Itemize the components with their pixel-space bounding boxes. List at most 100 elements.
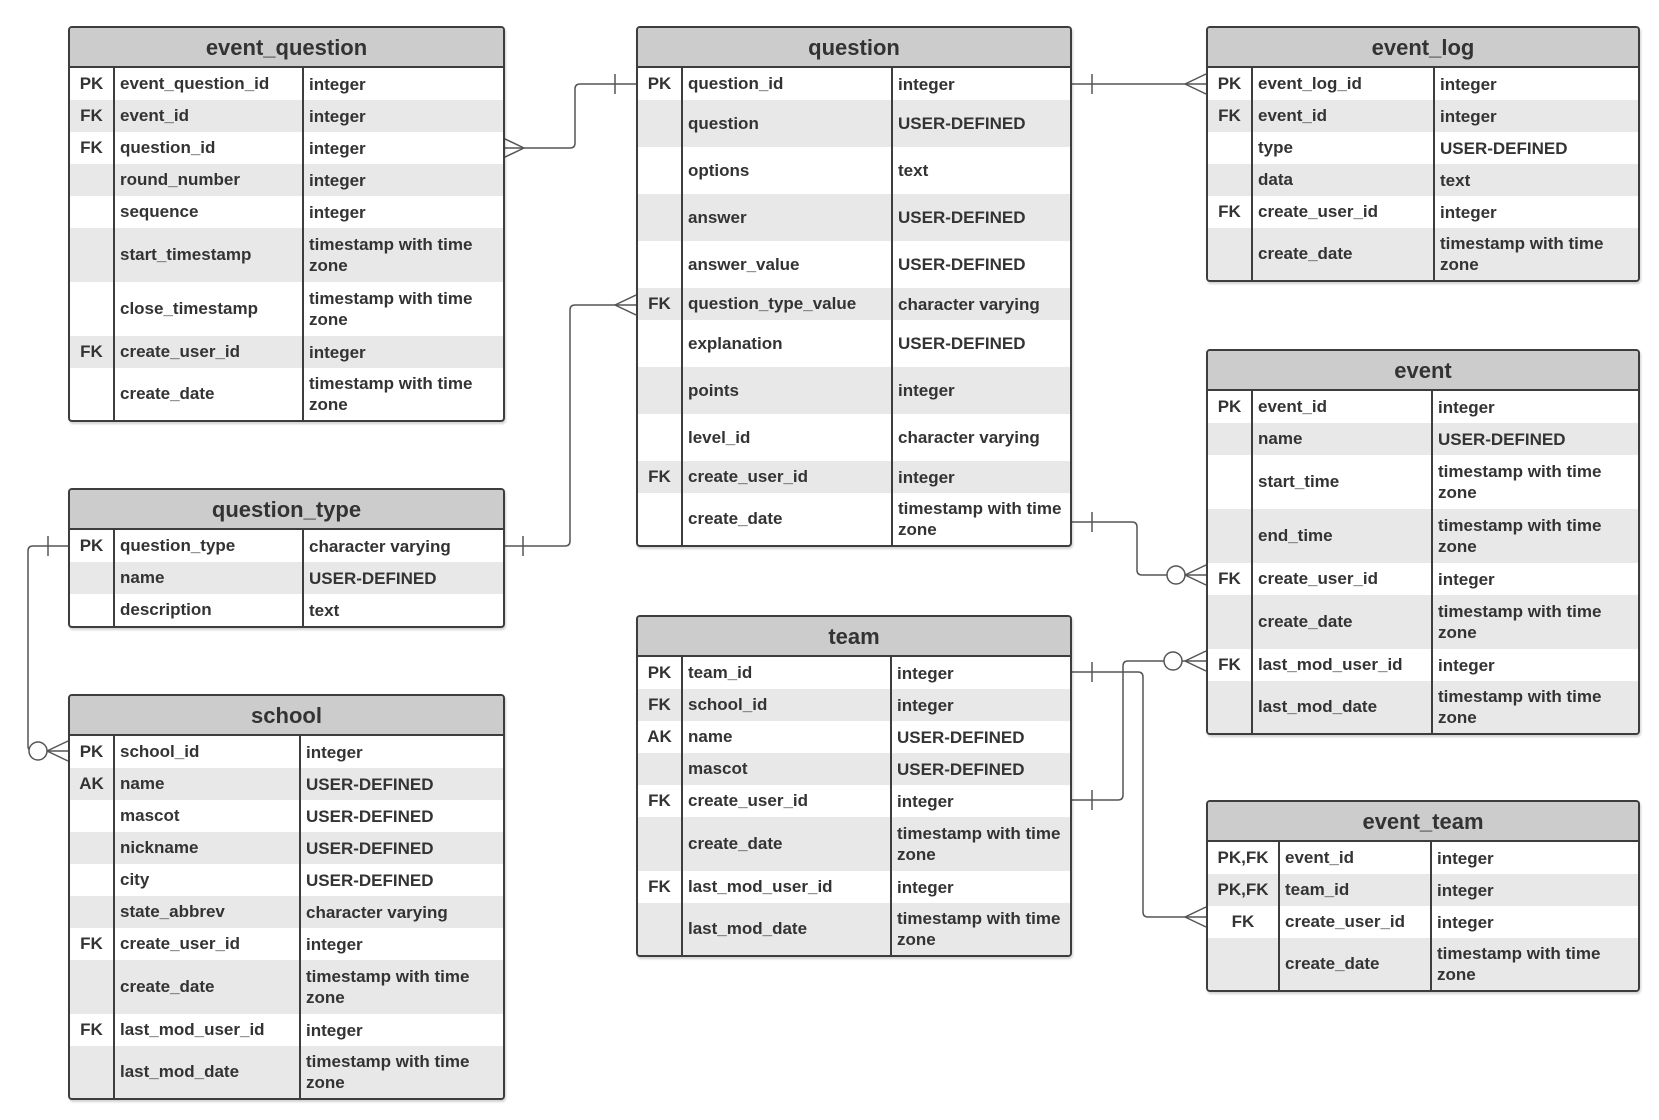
relation-question-to-event-log <box>1072 73 1207 95</box>
key-cell: PK <box>1208 391 1253 423</box>
key-cell <box>70 228 115 282</box>
key-cell <box>70 368 115 420</box>
key-cell: PK <box>638 68 683 100</box>
column-type: USER-DEFINED <box>306 774 434 794</box>
column-name: question_type <box>115 530 304 562</box>
key-cell <box>1208 455 1253 509</box>
column-name: create_date <box>1280 938 1432 990</box>
column-name: event_id <box>1253 100 1435 132</box>
column-name: event_id <box>115 100 304 132</box>
relation-event-question-to-question <box>502 74 636 159</box>
column-type: integer <box>309 342 366 362</box>
column-type: integer <box>306 934 363 954</box>
column-type: timestamp with time zone <box>1438 602 1602 642</box>
key-cell <box>70 562 115 594</box>
column-name: last_mod_user_id <box>1253 649 1433 681</box>
column-name: name <box>1253 423 1433 455</box>
column-name: name <box>683 721 892 753</box>
key-cell <box>70 896 115 928</box>
column-type: USER-DEFINED <box>897 759 1025 779</box>
column-name: points <box>683 367 893 414</box>
column-name: question <box>683 100 893 147</box>
column-name: create_date <box>115 960 301 1014</box>
column-type: character varying <box>309 536 451 556</box>
column-name: create_date <box>1253 228 1435 280</box>
key-cell <box>1208 423 1253 455</box>
column-name: end_time <box>1253 509 1433 563</box>
column-type: USER-DEFINED <box>898 334 1026 353</box>
key-cell <box>70 864 115 896</box>
key-cell <box>70 594 115 626</box>
key-cell: FK <box>70 928 115 960</box>
key-cell <box>1208 938 1280 990</box>
column-type: integer <box>897 877 954 897</box>
key-cell <box>70 164 115 196</box>
column-name: type <box>1253 132 1435 164</box>
entity-title: school <box>70 696 503 736</box>
key-cell: PK <box>70 68 115 100</box>
column-type: character varying <box>898 294 1040 314</box>
column-type: timestamp with time zone <box>1437 944 1601 984</box>
key-cell <box>638 320 683 367</box>
key-cell <box>70 960 115 1014</box>
entity-title: event_team <box>1208 802 1638 842</box>
column-name: name <box>115 562 304 594</box>
column-name: description <box>115 594 304 626</box>
column-type: integer <box>309 138 366 158</box>
column-name: event_question_id <box>115 68 304 100</box>
key-cell: AK <box>70 768 115 800</box>
entity-title: event <box>1208 351 1638 391</box>
column-name: round_number <box>115 164 304 196</box>
column-type: integer <box>898 381 955 400</box>
column-type: text <box>309 600 340 620</box>
column-name: last_mod_user_id <box>115 1014 301 1046</box>
column-name: question_id <box>683 68 893 100</box>
column-name: start_timestamp <box>115 228 304 282</box>
key-cell <box>1208 164 1253 196</box>
column-name: school_id <box>683 689 892 721</box>
column-name: event_id <box>1253 391 1433 423</box>
column-name: level_id <box>683 414 893 461</box>
column-type: integer <box>1440 202 1497 222</box>
column-type: timestamp with time zone <box>1438 687 1602 727</box>
column-type: integer <box>1440 74 1497 94</box>
key-cell <box>638 147 683 194</box>
entity-title: team <box>638 617 1070 657</box>
key-cell: FK <box>1208 563 1253 595</box>
column-name: create_user_id <box>683 461 893 493</box>
column-name: name <box>115 768 301 800</box>
column-name: last_mod_date <box>683 903 892 955</box>
column-type: integer <box>1438 655 1495 675</box>
column-name: last_mod_date <box>115 1046 301 1098</box>
column-type: text <box>1440 170 1471 190</box>
key-cell: FK <box>70 336 115 368</box>
column-name: event_log_id <box>1253 68 1435 100</box>
key-cell <box>1208 595 1253 649</box>
column-name: explanation <box>683 320 893 367</box>
column-type: timestamp with time zone <box>1438 462 1602 502</box>
column-name: city <box>115 864 301 896</box>
